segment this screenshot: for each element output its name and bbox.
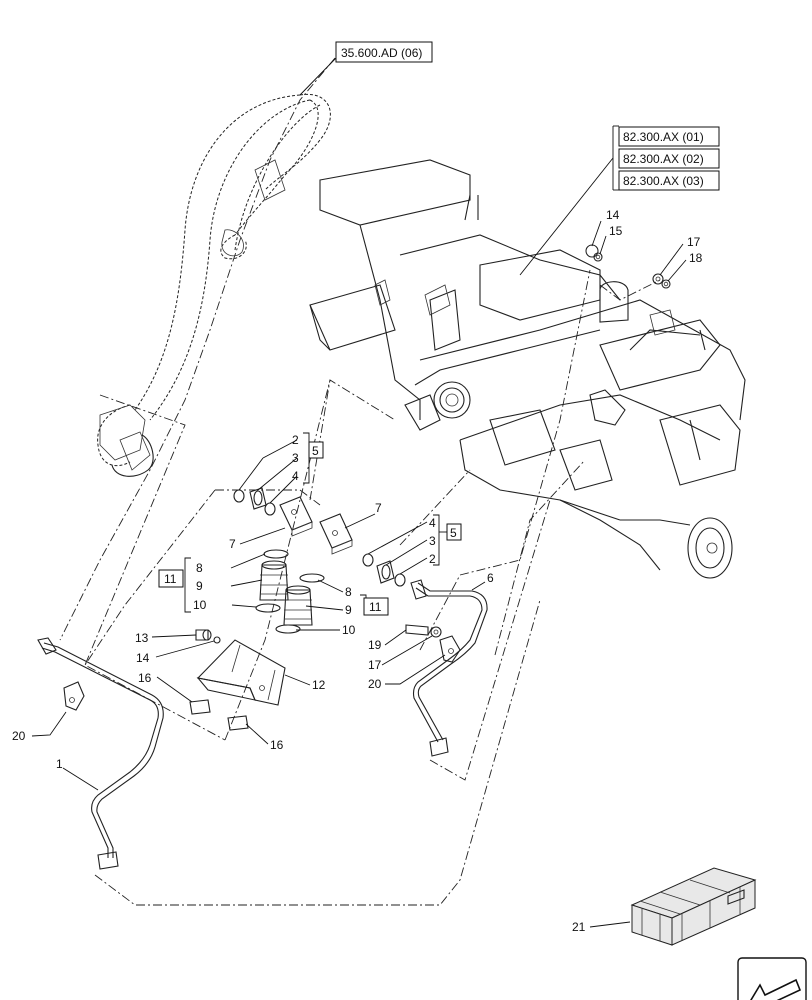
callout-10-right: 10 bbox=[342, 623, 356, 637]
hose-reference-box[interactable]: 35.600.AD (06) bbox=[335, 41, 433, 63]
callout-7-right: 7 bbox=[375, 501, 382, 515]
callout-13: 13 bbox=[135, 631, 149, 645]
hose-reference-label: 35.600.AD (06) bbox=[341, 46, 422, 60]
callout-20-left: 20 bbox=[12, 729, 26, 743]
axle-reference-label-1: 82.300.AX (01) bbox=[623, 130, 704, 144]
callout-1: 1 bbox=[56, 757, 63, 771]
callout-3-left: 3 bbox=[292, 451, 299, 465]
callout-11-right: 11 bbox=[369, 600, 382, 614]
callout-16-right: 16 bbox=[270, 738, 284, 752]
callout-5-right: 5 bbox=[450, 526, 457, 540]
callout-14-top: 14 bbox=[606, 208, 620, 222]
parts-kit-crate[interactable]: 21 bbox=[572, 867, 757, 946]
group-box-5-right[interactable]: 5 bbox=[446, 523, 462, 541]
axle-reference-box-2[interactable]: 82.300.AX (02) bbox=[618, 148, 720, 169]
hardware-top-right: 14 15 17 18 bbox=[585, 208, 703, 289]
callout-9-right: 9 bbox=[345, 603, 352, 617]
group-box-5-left[interactable]: 5 bbox=[308, 441, 324, 459]
callout-10-left: 10 bbox=[193, 598, 207, 612]
callout-7-left: 7 bbox=[229, 537, 236, 551]
callout-15: 15 bbox=[609, 224, 623, 238]
callout-6: 6 bbox=[487, 571, 494, 585]
pipe-1: 1 20 bbox=[12, 637, 164, 870]
callout-18: 18 bbox=[689, 251, 703, 265]
callout-14-bracket: 14 bbox=[136, 651, 150, 665]
callout-2-left: 2 bbox=[292, 433, 299, 447]
callout-16-left: 16 bbox=[138, 671, 152, 685]
callout-17-pipe: 17 bbox=[368, 658, 382, 672]
callout-4-left: 4 bbox=[292, 469, 299, 483]
group-box-11-left[interactable]: 11 bbox=[158, 569, 184, 588]
direction-arrow-icon[interactable] bbox=[737, 957, 807, 1000]
group-box-11-right[interactable]: 11 bbox=[363, 597, 389, 616]
callout-5-left: 5 bbox=[312, 444, 319, 458]
left-valve-group: 5 11 2 3 4 7 8 9 10 bbox=[158, 432, 324, 613]
pipe-6: 6 19 17 20 bbox=[368, 571, 494, 757]
parts-kit-box-icon bbox=[630, 867, 757, 946]
callout-3-right: 3 bbox=[429, 534, 436, 548]
callout-20-right: 20 bbox=[368, 677, 382, 691]
callout-9-left: 9 bbox=[196, 579, 203, 593]
callout-12: 12 bbox=[312, 678, 326, 692]
assembly-guide-lines bbox=[59, 57, 661, 906]
axle-reference-label-3: 82.300.AX (03) bbox=[623, 174, 704, 188]
callout-2-right: 2 bbox=[429, 552, 436, 566]
mounting-bracket: 13 14 16 16 12 bbox=[135, 629, 326, 752]
axle-reference-box-1[interactable]: 82.300.AX (01) bbox=[618, 126, 720, 147]
callout-8-left: 8 bbox=[196, 561, 203, 575]
callout-11-left: 11 bbox=[164, 572, 177, 586]
hydraulic-hose-assembly bbox=[97, 93, 331, 477]
callout-19: 19 bbox=[368, 638, 382, 652]
right-valve-group: 5 11 7 4 3 2 8 9 10 bbox=[275, 501, 462, 637]
axle-reference-box-3[interactable]: 82.300.AX (03) bbox=[618, 170, 720, 191]
callout-17-top: 17 bbox=[687, 235, 701, 249]
callout-21: 21 bbox=[572, 920, 586, 934]
callout-4-right: 4 bbox=[429, 516, 436, 530]
axle-housing bbox=[309, 159, 746, 579]
reference-boxes: 35.600.AD (06) 82.300.AX (01) 82.300.AX … bbox=[299, 41, 720, 276]
axle-reference-label-2: 82.300.AX (02) bbox=[623, 152, 704, 166]
callout-8-right: 8 bbox=[345, 585, 352, 599]
